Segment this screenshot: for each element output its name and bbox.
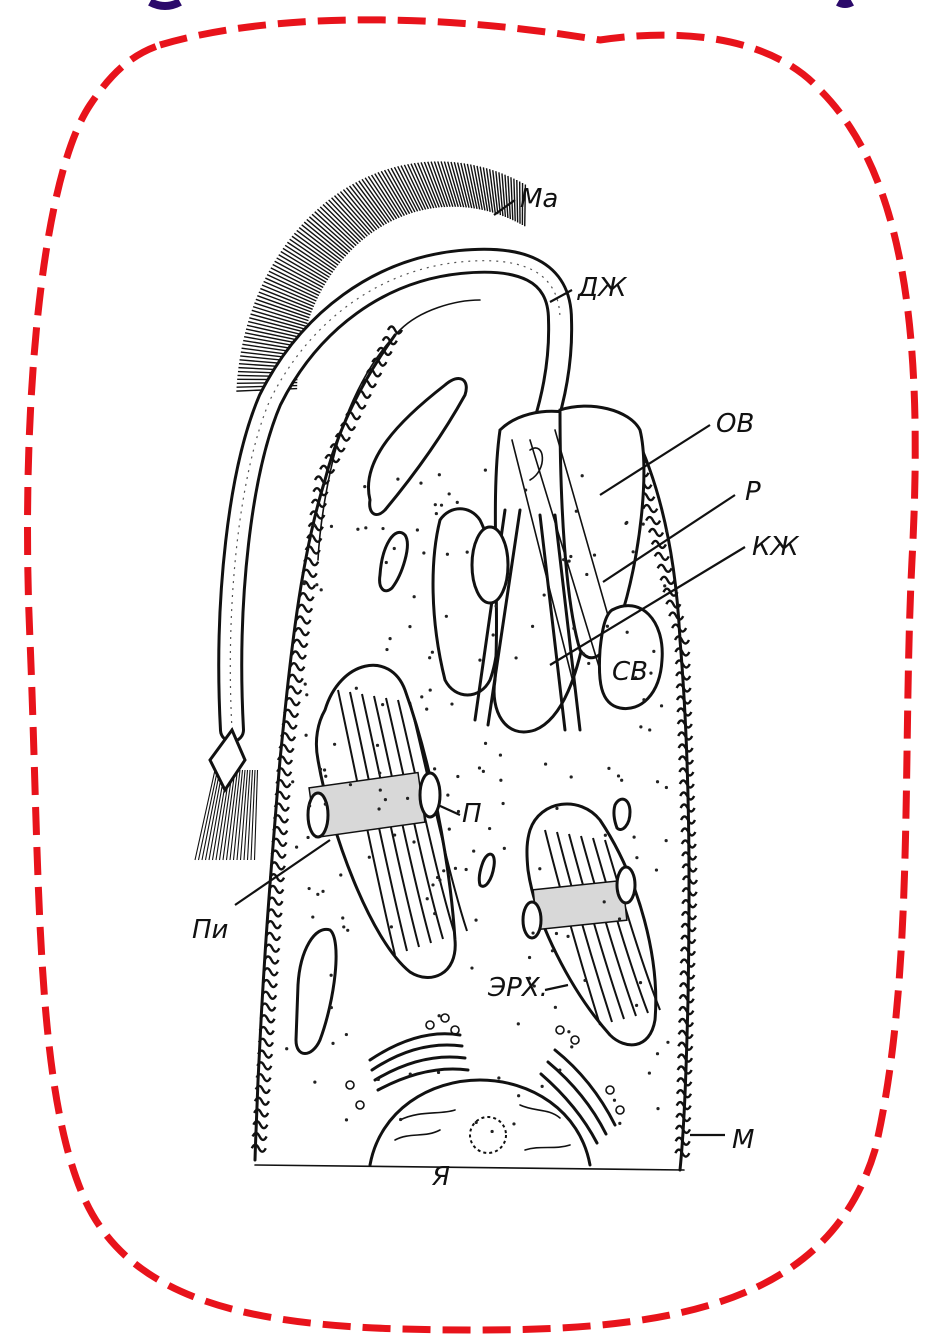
nucleus (370, 1080, 590, 1165)
label-p: П (462, 799, 482, 829)
label-ma: Ма (520, 184, 558, 214)
small-organelle-3 (614, 799, 630, 829)
label-sv: СВ (612, 657, 648, 687)
label-pi: Пи (192, 915, 228, 945)
small-organelle-2 (479, 854, 494, 886)
label-dzh: ДЖ (577, 273, 627, 303)
elongated-organelle-1 (368, 378, 466, 514)
header-remnant (150, 2, 852, 6)
striated-body-right (523, 804, 660, 1045)
label-erkh: ЭРХ. (487, 973, 548, 1003)
label-ov: ОВ (716, 409, 754, 439)
stack-right (541, 1050, 615, 1143)
small-organelle-1 (296, 929, 336, 1053)
label-r: Р (745, 477, 761, 507)
label-kzh: КЖ (752, 532, 799, 562)
label-m: М (732, 1125, 754, 1155)
label-ya: Я (431, 1162, 450, 1192)
elongated-organelle-2 (380, 532, 408, 590)
